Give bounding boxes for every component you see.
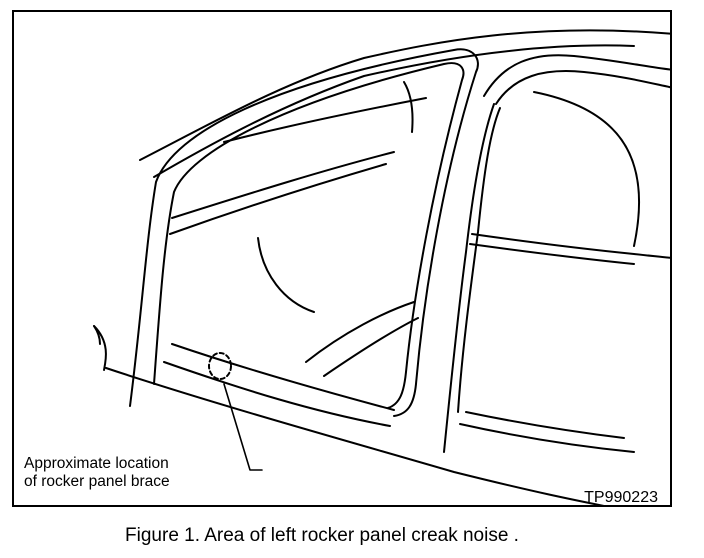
roof-outer-line xyxy=(139,29,670,161)
brace-callout-label: Approximate location of rocker panel bra… xyxy=(24,455,170,491)
b-pillar-inner xyxy=(403,81,414,133)
door-sill-inner xyxy=(171,343,395,411)
callout-line-1: Approximate location xyxy=(24,455,169,472)
rear-door-sill-2 xyxy=(459,423,635,453)
c-pillar-edge-2 xyxy=(457,107,501,413)
figure-frame: Approximate location of rocker panel bra… xyxy=(12,10,672,507)
rocker-panel-upper xyxy=(105,367,605,505)
rear-door-outer xyxy=(483,54,670,97)
roof-inner-line xyxy=(153,44,635,178)
rear-door-inner xyxy=(495,70,670,105)
figure-caption: Figure 1. Area of left rocker panel crea… xyxy=(125,525,519,546)
c-pillar-edge xyxy=(443,103,495,453)
door-sill-outer xyxy=(163,361,391,427)
rear-window-bottom xyxy=(471,233,670,259)
rocker-panel-lower xyxy=(93,325,107,371)
callout-line-2: of rocker panel brace xyxy=(24,473,170,490)
door-opening-outer xyxy=(129,48,479,417)
figure-code: TP990223 xyxy=(584,489,658,506)
rear-seat-curve xyxy=(533,91,641,247)
car-body-line-drawing xyxy=(93,29,670,505)
rear-seat-top xyxy=(169,163,387,235)
rocker-panel-front xyxy=(93,325,101,345)
rear-window-bottom-2 xyxy=(469,243,635,265)
center-console xyxy=(305,301,415,363)
callout-leader-line xyxy=(223,383,263,471)
door-opening-inner xyxy=(153,62,465,409)
brace-location-marker xyxy=(208,352,232,380)
rear-door-sill xyxy=(465,411,625,439)
windshield-edge xyxy=(223,97,427,143)
center-console-2 xyxy=(323,317,419,377)
front-seat-back xyxy=(257,237,315,313)
rear-seat-top-2 xyxy=(171,151,395,219)
